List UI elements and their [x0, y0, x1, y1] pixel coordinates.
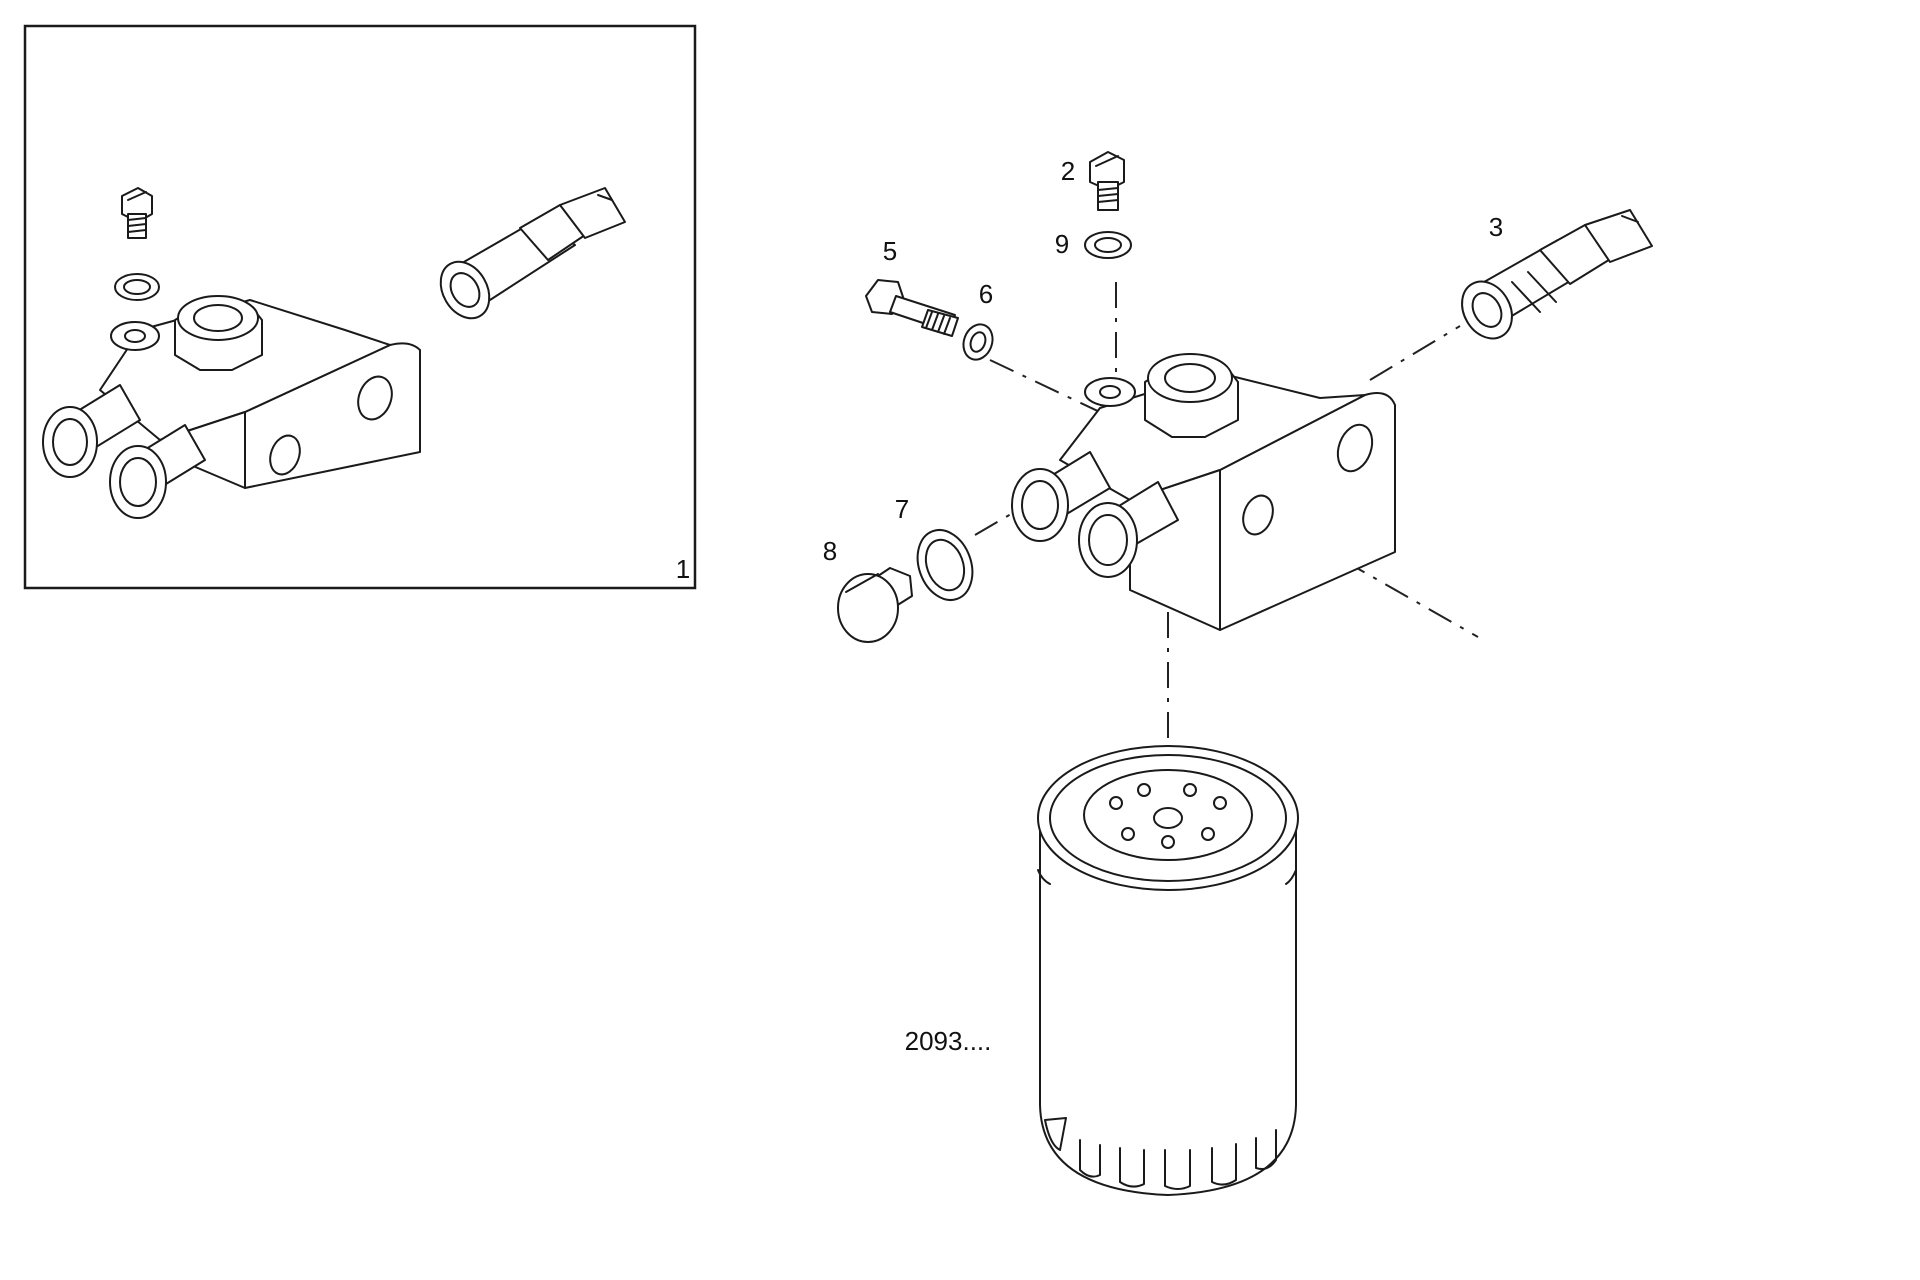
callout-2: 2	[1061, 156, 1075, 186]
filter-cartridge	[1037, 745, 1299, 1196]
callout-1: 1	[676, 554, 690, 584]
bolt-part-5	[865, 279, 959, 337]
inset-filter-head	[42, 295, 421, 519]
callout-3: 3	[1489, 212, 1503, 242]
inset-washer	[114, 273, 160, 301]
drain-plug-part-8	[837, 567, 913, 643]
inset-sensor	[439, 187, 626, 320]
washer-part-7	[916, 529, 974, 601]
callout-9: 9	[1055, 229, 1069, 259]
inset-kit-panel: 1	[23, 24, 697, 590]
inset-plug	[121, 187, 153, 239]
callout-8: 8	[823, 536, 837, 566]
callout-filter-ref: 2093....	[905, 1026, 992, 1056]
filter-head-body	[1011, 353, 1396, 631]
callout-7: 7	[895, 494, 909, 524]
callout-5: 5	[883, 236, 897, 266]
plug-part-2	[1089, 151, 1125, 211]
washer-part-6	[962, 323, 994, 361]
callout-6: 6	[979, 279, 993, 309]
washer-part-9	[1084, 231, 1132, 259]
sensor-part-3	[1461, 209, 1653, 340]
